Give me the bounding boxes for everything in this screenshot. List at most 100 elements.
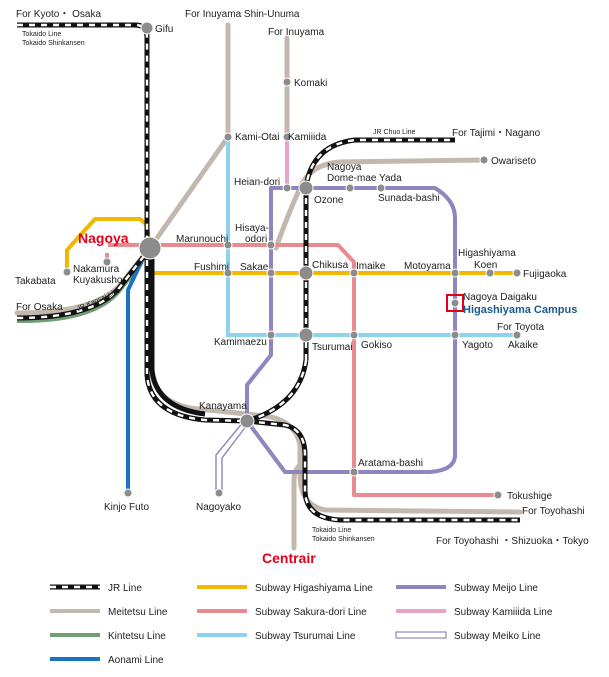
label-akaike: Akaike (508, 340, 538, 351)
label-chikusa: Chikusa (312, 260, 349, 271)
station-sakae[interactable] (266, 268, 276, 278)
station-owariseto[interactable] (479, 155, 489, 165)
legend-item-aonami: Aonami Line (50, 655, 164, 666)
svg-text:Aonami Line: Aonami Line (108, 655, 164, 666)
legend-item-meijo: Subway Meijo Line (396, 583, 538, 594)
label-kamiiida: Kamiiida (288, 132, 327, 143)
label-nagoyako: Nagoyako (196, 502, 241, 513)
label-for-osaka: For Osaka (16, 302, 63, 313)
label-nagoya-dome-2: Dome-mae Yada (327, 173, 402, 184)
station-nagoya-daigaku[interactable] (450, 298, 460, 308)
station-kanayama[interactable] (239, 413, 255, 429)
label-sunada-bashi: Sunada-bashi (378, 193, 440, 204)
label-nagoya-daigaku: Nagoya Daigaku (463, 292, 537, 303)
station-fushimi[interactable] (223, 268, 233, 278)
label-kami-otai: Kami-Otai (235, 132, 279, 143)
station-yagoto[interactable] (450, 330, 460, 340)
label-tokaido-line-top: Tokaido Line (22, 31, 61, 38)
label-for-inuyama: For Inuyama (268, 27, 325, 38)
tsurumai-line (226, 137, 517, 337)
label-kinjo-futo: Kinjo Futo (104, 502, 149, 513)
label-hisaya-odori-1: Hisaya- (235, 223, 269, 234)
label-aratama-bashi: Aratama-bashi (358, 458, 423, 469)
label-tokaido-line-bottom: Tokaido Line (312, 527, 351, 534)
svg-text:Subway Tsurumai Line: Subway Tsurumai Line (255, 631, 356, 642)
station-akaike[interactable] (512, 330, 522, 340)
label-motoyama: Motoyama (404, 261, 451, 272)
station-tokushige[interactable] (493, 490, 503, 500)
station-heian-dori[interactable] (282, 183, 292, 193)
station-komaki[interactable] (282, 77, 292, 87)
label-higashiyama-koen-1: Higashiyama (458, 248, 516, 259)
svg-text:Subway Meijo Line: Subway Meijo Line (454, 583, 538, 594)
legend-item-meitetsu: Meitetsu Line (50, 607, 168, 618)
legend-item-sakura-dori: Subway Sakura-dori Line (197, 607, 367, 618)
station-fujigaoka[interactable] (512, 268, 522, 278)
label-fushimi: Fushimi (194, 262, 229, 273)
station-nagoya-dome-mae-yada[interactable] (345, 183, 355, 193)
svg-text:Subway Higashiyama Line: Subway Higashiyama Line (255, 583, 373, 594)
svg-text:Subway Kamiiida Line: Subway Kamiiida Line (454, 607, 553, 618)
meiko-line (215, 420, 251, 493)
station-chikusa[interactable] (298, 265, 314, 281)
station-tsurumai[interactable] (298, 327, 314, 343)
station-imaike[interactable] (349, 268, 359, 278)
station-hisaya-odori[interactable] (266, 240, 276, 250)
label-tokaido-shinkansen-top: Tokaido Shinkansen (22, 40, 85, 47)
stations (62, 21, 522, 500)
station-aratama-bashi[interactable] (349, 467, 359, 477)
label-marunouchi: Marunouchi (176, 234, 228, 245)
station-kamiiida[interactable] (282, 132, 292, 142)
label-centrair: Centrair (262, 550, 316, 566)
station-motoyama[interactable] (450, 268, 460, 278)
label-for-toyohashi: For Toyohashi (522, 506, 585, 517)
station-gifu[interactable] (140, 21, 154, 35)
label-kanayama: Kanayama (199, 401, 247, 412)
label-nakamura-kuyakusho-1: Nakamura (73, 264, 120, 275)
label-hisaya-odori-2: odori (245, 234, 267, 245)
station-takabata[interactable] (62, 267, 72, 277)
aonami-line (126, 249, 149, 493)
label-tsurumai: Tsurumai (312, 342, 353, 353)
label-nagoya-dome-1: Nagoya (327, 162, 362, 173)
station-higashiyama-koen[interactable] (485, 268, 495, 278)
station-kinjo-futo[interactable] (123, 488, 133, 498)
meijo-line (245, 186, 457, 474)
station-gokiso[interactable] (349, 330, 359, 340)
label-for-toyohashi-shizuoka-tokyo: For Toyohashi ・Shizuoka・Tokyo (436, 536, 589, 547)
station-kami-otai[interactable] (223, 132, 233, 142)
station-sunada-bashi[interactable] (376, 183, 386, 193)
svg-text:JR Line: JR Line (108, 583, 142, 594)
label-for-toyota: For Toyota (497, 322, 544, 333)
label-higashiyama-koen-2: Koen (474, 260, 497, 271)
station-nagoyako[interactable] (214, 488, 224, 498)
station-nagoya[interactable] (138, 236, 162, 260)
label-tokaido-shinkansen-bottom: Tokaido Shinkansen (312, 536, 375, 543)
legend-item-higashiyama: Subway Higashiyama Line (197, 583, 373, 594)
label-higashiyama-campus: Higashiyama Campus (463, 304, 577, 316)
label-for-kyoto-osaka: For Kyoto・ Osaka (16, 9, 101, 20)
legend-item-kamiiida: Subway Kamiiida Line (396, 607, 553, 618)
label-for-tajimi-nagano: For Tajimi・Nagano (452, 128, 541, 139)
label-takabata: Takabata (15, 276, 56, 287)
label-owariseto: Owariseto (491, 156, 536, 167)
svg-text:Subway Meiko Line: Subway Meiko Line (454, 631, 541, 642)
label-nakamura-kuyakusho-2: Kuyakusho (73, 275, 123, 286)
label-yagoto: Yagoto (462, 340, 493, 351)
label-komaki: Komaki (294, 78, 327, 89)
label-gifu: Gifu (155, 24, 173, 35)
station-ozone[interactable] (298, 180, 314, 196)
label-fujigaoka: Fujigaoka (523, 269, 567, 280)
legend-item-jr: JR Line (50, 583, 142, 594)
svg-text:Subway Sakura-dori Line: Subway Sakura-dori Line (255, 607, 367, 618)
svg-text:Kintetsu Line: Kintetsu Line (108, 631, 166, 642)
station-kamimaezu[interactable] (266, 330, 276, 340)
label-kamimaezu: Kamimaezu (214, 337, 267, 348)
label-gokiso: Gokiso (361, 340, 393, 351)
label-tokushige: Tokushige (507, 491, 552, 502)
station-nakamura-kuyakusho[interactable] (102, 257, 112, 267)
station-marunouchi[interactable] (223, 240, 233, 250)
label-jr-chuo-line: JR Chuo Line (373, 129, 416, 136)
label-heian-dori: Heian-dori (234, 177, 280, 188)
